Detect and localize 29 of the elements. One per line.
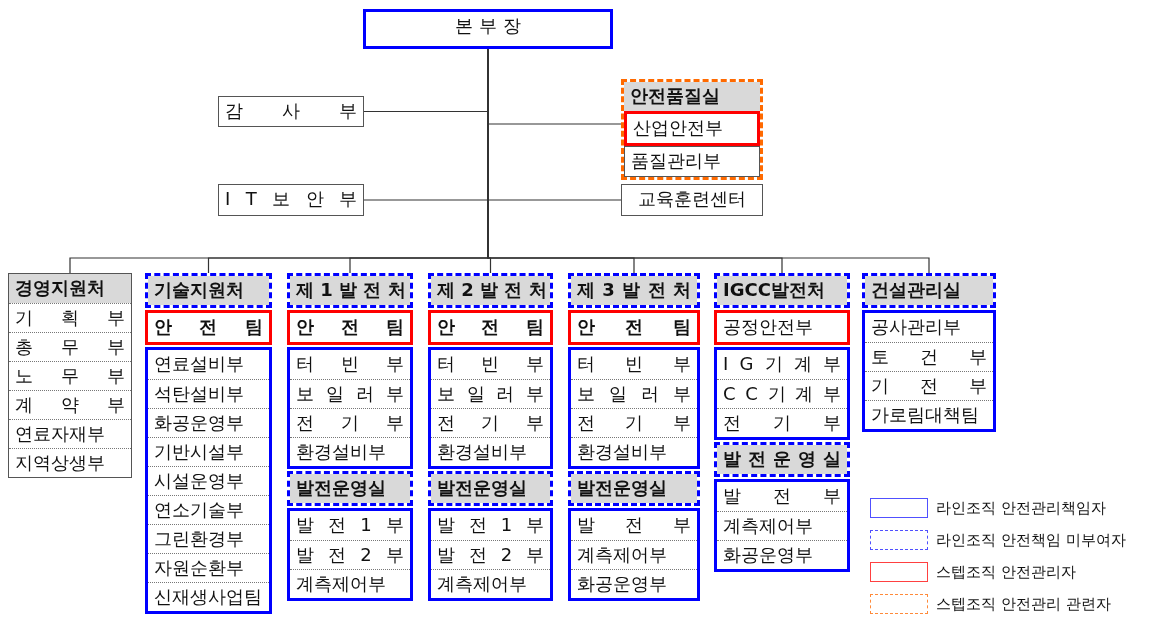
header-label: 안전품질실 bbox=[624, 82, 760, 111]
org-box bbox=[568, 508, 700, 601]
header-label: 발전운영실 bbox=[431, 474, 550, 503]
header-label: 기술지원처 bbox=[148, 276, 269, 305]
org-box bbox=[8, 273, 132, 478]
org-box bbox=[428, 508, 553, 601]
org-box bbox=[862, 310, 996, 432]
header-label: 발전운영실 bbox=[290, 474, 410, 503]
header-label: 제 1 발 전 처 bbox=[290, 276, 410, 305]
org-box bbox=[621, 79, 763, 180]
header-label: 건설관리실 bbox=[865, 276, 993, 305]
header-label: 경영지원처 bbox=[9, 274, 131, 303]
org-box bbox=[714, 479, 850, 572]
legend-label: 라인조직 안전관리책임자 bbox=[936, 498, 1106, 518]
legend-label: 스텝조직 안전관리자 bbox=[936, 562, 1076, 582]
org-box bbox=[363, 9, 613, 49]
header-label: 제 2 발 전 처 bbox=[431, 276, 550, 305]
org-box bbox=[287, 347, 413, 469]
org-box bbox=[428, 347, 553, 469]
org-box bbox=[714, 347, 850, 440]
org-box bbox=[145, 347, 272, 614]
header-label: 발전운영실 bbox=[571, 474, 697, 503]
org-box bbox=[287, 508, 413, 601]
legend-label: 라인조직 안전책임 미부여자 bbox=[936, 530, 1126, 550]
header-label: 발 전 운 영 실 bbox=[717, 445, 847, 474]
org-box bbox=[568, 347, 700, 469]
header-label: 제 3 발 전 처 bbox=[571, 276, 697, 305]
header-label: IGCC발전처 bbox=[717, 276, 847, 305]
legend-label: 스텝조직 안전관리 관련자 bbox=[936, 594, 1111, 614]
